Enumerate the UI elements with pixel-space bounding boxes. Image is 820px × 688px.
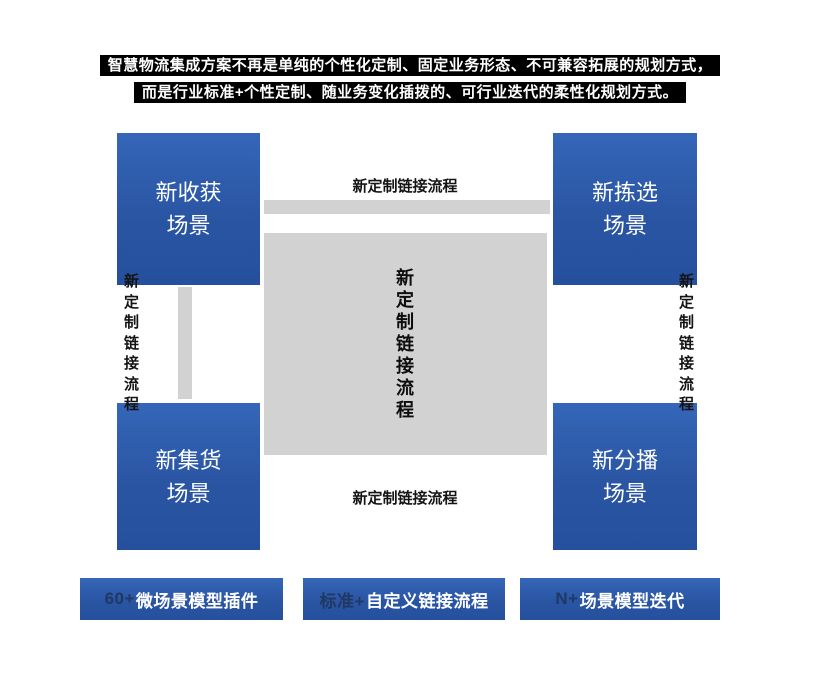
footer-button-plugins: 60+ 微场景模型插件: [80, 578, 283, 620]
scene-box-title: 新拣选: [591, 180, 658, 205]
header-banner: 智慧物流集成方案不再是单纯的个性化定制、固定业务形态、不可兼容拓展的规划方式， …: [0, 55, 820, 109]
footer-button-custom-flow: 标准+ 自定义链接流程: [303, 578, 505, 620]
footer-button-label: 微场景模型插件: [135, 591, 259, 611]
connector-label-center: 新定制链接流程: [396, 268, 414, 420]
footer-button-prefix: 60+: [104, 589, 135, 608]
scene-box-title: 新收获: [155, 180, 222, 205]
connector-label-top: 新定制链接流程: [352, 178, 458, 195]
footer-button-prefix: 标准+: [319, 591, 365, 611]
connector-label-right: 新定制链接流程: [678, 273, 694, 413]
scene-box-subtitle: 场景: [166, 213, 211, 238]
scene-box-title: 新集货: [155, 447, 222, 473]
connector-label-bottom: 新定制链接流程: [352, 490, 458, 507]
scene-box-bottom-left: 新集货 场景: [117, 403, 260, 550]
scene-box-top-right: 新拣选 场景: [553, 133, 697, 285]
connector-left-bar: [178, 287, 192, 399]
banner-line-1: 智慧物流集成方案不再是单纯的个性化定制、固定业务形态、不可兼容拓展的规划方式，: [99, 55, 721, 76]
footer-button-label: 自定义链接流程: [365, 591, 489, 611]
scene-box-title: 新分播: [591, 447, 658, 473]
footer-button-model-iteration: N+ 场景模型迭代: [520, 578, 720, 620]
banner-line-2: 而是行业标准+个性定制、随业务变化插拨的、可行业迭代的柔性化规划方式。: [133, 82, 687, 103]
connector-top-bar: [264, 200, 550, 214]
scene-box-subtitle: 场景: [166, 480, 211, 506]
footer-button-prefix: N+: [555, 589, 579, 608]
footer-button-label: 场景模型迭代: [579, 591, 685, 611]
scene-box-top-left: 新收获 场景: [117, 133, 260, 285]
scene-box-subtitle: 场景: [602, 480, 647, 506]
center-process-panel: [264, 233, 547, 455]
connector-label-left: 新定制链接流程: [123, 273, 139, 413]
scene-box-bottom-right: 新分播 场景: [553, 403, 697, 550]
scene-box-subtitle: 场景: [602, 213, 647, 238]
